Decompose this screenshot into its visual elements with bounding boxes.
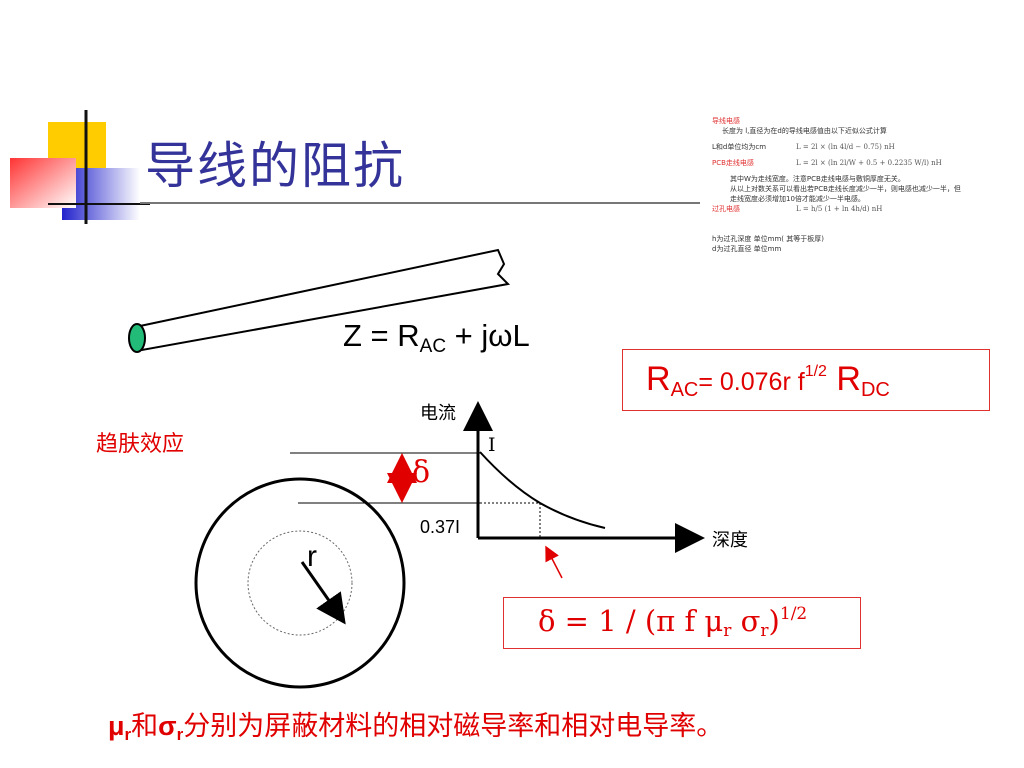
tick-037-label: 0.37I [420, 517, 461, 537]
bottom-note: μr和σr分别为屏蔽材料的相对磁导率和相对电导率。 [108, 711, 724, 744]
page-title: 导线的阻抗 [145, 137, 405, 195]
current-i-label: I [488, 434, 496, 456]
radius-label: r [307, 540, 317, 573]
note-line: h为过孔深度 单位mm( 其等于板厚) [712, 235, 824, 243]
skin-effect-label: 趋肤效应 [96, 432, 185, 457]
conductor-outer [194, 477, 406, 689]
note-heading-wire: 导线电感 [712, 117, 740, 125]
conductor-inner [247, 530, 353, 636]
delta-symbol: δ [412, 455, 431, 490]
rac-formula-box [622, 349, 990, 411]
x-axis-label: 深度 [712, 530, 748, 551]
note-line: 从以上对数关系可以看出若PCB走线长度减少一半，则电感也减少一半，但走线宽度必须… [730, 185, 961, 203]
wire-illustration [128, 248, 511, 353]
y-axis-label: 电流 [420, 403, 456, 424]
note-line: 其中W为走线宽度。注意PCB走线电感与敷铜厚度无关。 [730, 175, 905, 183]
skin-effect-diagram [194, 401, 705, 689]
note-line: 长度为 l,直径为在d的导线电感值由以下近似公式计算 [722, 127, 887, 135]
note-formula: L = 2l × (ln 4l/d − 0.75) nH [796, 143, 895, 151]
note-formula: L = h/5 (1 + ln 4h/d) nH [796, 205, 883, 213]
note-line: d为过孔直径 单位mm [712, 245, 782, 253]
delta-formula: δ = 1 / (π f μr σr)1/2 [538, 604, 808, 641]
title-underline [140, 202, 700, 204]
rac-formula: RAC= 0.076r f1/2 RDC [646, 360, 890, 401]
delta-formula-box [503, 597, 861, 649]
inductance-notes: 导线电感 长度为 l,直径为在d的导线电感值由以下近似公式计算 L和d单位均为c… [712, 116, 962, 254]
note-formula: L = 2l × (ln 2l/W + 0.5 + 0.2235 W/l) nH [796, 159, 942, 167]
impedance-formula: Z = RAC + jωL [343, 318, 530, 357]
corner-decoration [10, 110, 150, 224]
